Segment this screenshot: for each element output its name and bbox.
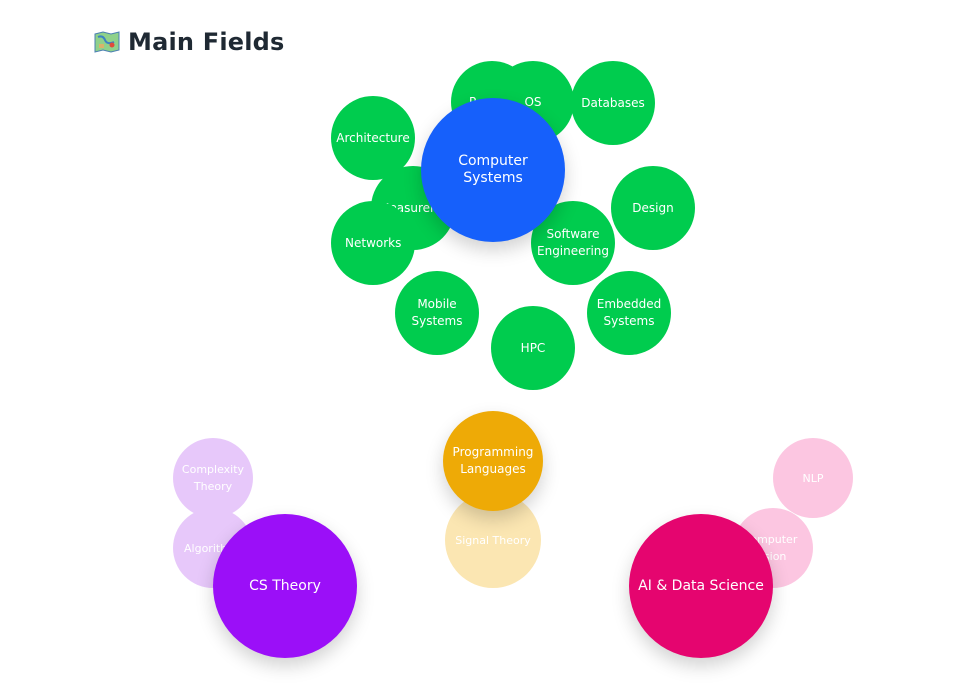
node-architecture[interactable]: Architecture (331, 96, 415, 180)
map-icon (94, 31, 120, 53)
node-databases[interactable]: Databases (571, 61, 655, 145)
node-networks[interactable]: Networks (331, 201, 415, 285)
node-embedded-systems[interactable]: Embedded Systems (587, 271, 671, 355)
node-complexity-theory[interactable]: Complexity Theory (173, 438, 253, 518)
hub-cs-theory[interactable]: CS Theory (213, 514, 357, 658)
node-mobile-systems[interactable]: Mobile Systems (395, 271, 479, 355)
page-header: Main Fields (94, 28, 285, 56)
node-design[interactable]: Design (611, 166, 695, 250)
node-nlp[interactable]: NLP (773, 438, 853, 518)
node-hpc[interactable]: HPC (491, 306, 575, 390)
hub-programming-languages[interactable]: Programming Languages (443, 411, 543, 511)
hub-ai-data-science[interactable]: AI & Data Science (629, 514, 773, 658)
hub-computer-systems[interactable]: Computer Systems (421, 98, 565, 242)
page-title: Main Fields (128, 28, 285, 56)
